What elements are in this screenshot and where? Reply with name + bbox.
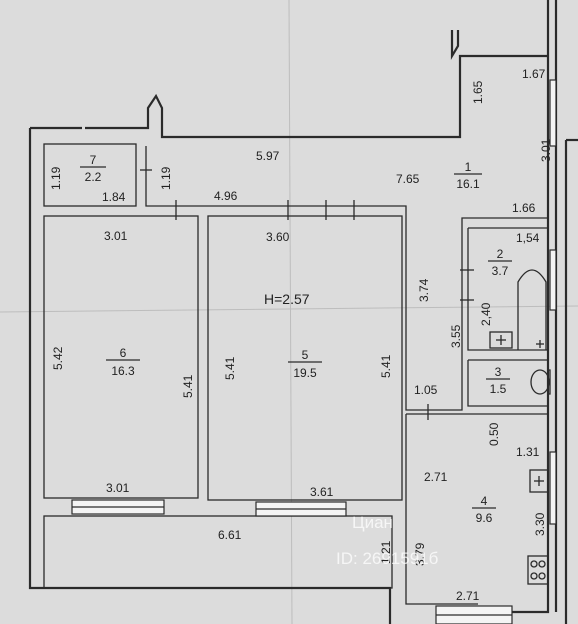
dimension: 3.55 xyxy=(449,324,463,348)
watermark-brand: Циан xyxy=(352,513,393,532)
stove-icon xyxy=(527,555,549,585)
dimension: 1.31 xyxy=(516,445,540,459)
dimension: 5.41 xyxy=(181,374,195,398)
room-area: 2.2 xyxy=(85,170,102,184)
room-label-5: 5 19.5 xyxy=(288,348,322,380)
dimension: 3.01 xyxy=(104,229,128,243)
dimension: 1,54 xyxy=(516,231,540,245)
room-5-walls xyxy=(207,215,403,501)
room-label-1: 1 16.1 xyxy=(454,160,482,191)
room-label-4: 4 9.6 xyxy=(472,494,496,525)
dimension: 5.41 xyxy=(379,354,393,378)
room-label-7: 7 2.2 xyxy=(80,153,106,184)
watermark: Циан ID: 2691591б xyxy=(336,513,439,568)
dimension: 7.65 xyxy=(396,172,420,186)
dimension: 3.74 xyxy=(417,278,431,302)
dimension: 1.66 xyxy=(512,201,536,215)
dimension: 0.50 xyxy=(487,422,501,446)
dimension: 3.01 xyxy=(106,481,130,495)
kitchen-sink-icon xyxy=(529,469,549,493)
watermark-id: ID: 2691591б xyxy=(336,549,439,568)
ceiling-height: H=2.57 xyxy=(264,291,310,307)
dimension-labels: 1.67 5.97 7.65 1.84 4.96 1.66 3.01 3.60 … xyxy=(102,67,546,603)
dimension: 5.42 xyxy=(51,346,65,370)
room-area: 16.3 xyxy=(111,364,135,378)
dimension: 1.65 xyxy=(471,80,485,104)
window xyxy=(549,249,557,311)
inner-walls xyxy=(43,143,548,605)
room-label-2: 2 3.7 xyxy=(488,247,512,278)
room-number: 1 xyxy=(465,160,472,174)
dimension: 4.96 xyxy=(214,189,238,203)
room-number: 7 xyxy=(90,153,97,167)
room-number: 6 xyxy=(120,346,127,360)
room-area: 9.6 xyxy=(476,511,493,525)
dimension: 3.79 xyxy=(413,542,427,566)
dimension: 3.60 xyxy=(266,230,290,244)
dimension: 6.61 xyxy=(218,528,242,542)
balcony-walls xyxy=(43,515,393,589)
room-label-6: 6 16.3 xyxy=(106,346,140,378)
window xyxy=(549,451,557,525)
room-7-walls xyxy=(43,143,137,207)
room-area: 3.7 xyxy=(492,264,509,278)
plus-icon xyxy=(536,340,544,348)
room-area: 19.5 xyxy=(293,366,317,380)
sink-icon xyxy=(489,331,513,349)
dimension: 2,40 xyxy=(479,302,493,326)
dimension: 5.41 xyxy=(223,356,237,380)
outer-walls xyxy=(28,0,578,624)
dimension: 2.71 xyxy=(456,589,480,603)
room-number: 2 xyxy=(497,247,504,261)
room-6-walls xyxy=(43,215,199,499)
window xyxy=(549,79,557,147)
dimension: 3.01 xyxy=(539,138,553,162)
dimension: 1.19 xyxy=(159,166,173,190)
dimension: 1.21 xyxy=(379,540,393,564)
room-number: 5 xyxy=(302,348,309,362)
dimension: 1.05 xyxy=(414,383,438,397)
dimension: 1.84 xyxy=(102,190,126,204)
vertical-dimension-labels: 1.65 3.01 1.19 1.19 3.74 2,40 3.55 5.42 … xyxy=(49,80,553,566)
dimension: 1.67 xyxy=(522,67,546,81)
room-number: 4 xyxy=(481,494,488,508)
dimension: 3.61 xyxy=(310,485,334,499)
room-area: 16.1 xyxy=(456,177,480,191)
dimension: 5.97 xyxy=(256,149,280,163)
dimension: 3.30 xyxy=(533,512,547,536)
room-label-3: 3 1.5 xyxy=(486,365,510,396)
fold-line xyxy=(288,0,293,624)
dimension: 1.19 xyxy=(49,166,63,190)
room-area: 1.5 xyxy=(490,382,507,396)
toilet-icon xyxy=(530,369,551,395)
dimension: 2.71 xyxy=(424,470,448,484)
bathtub-icon xyxy=(517,269,547,350)
fold-line xyxy=(0,305,578,313)
room-number: 3 xyxy=(495,365,502,379)
